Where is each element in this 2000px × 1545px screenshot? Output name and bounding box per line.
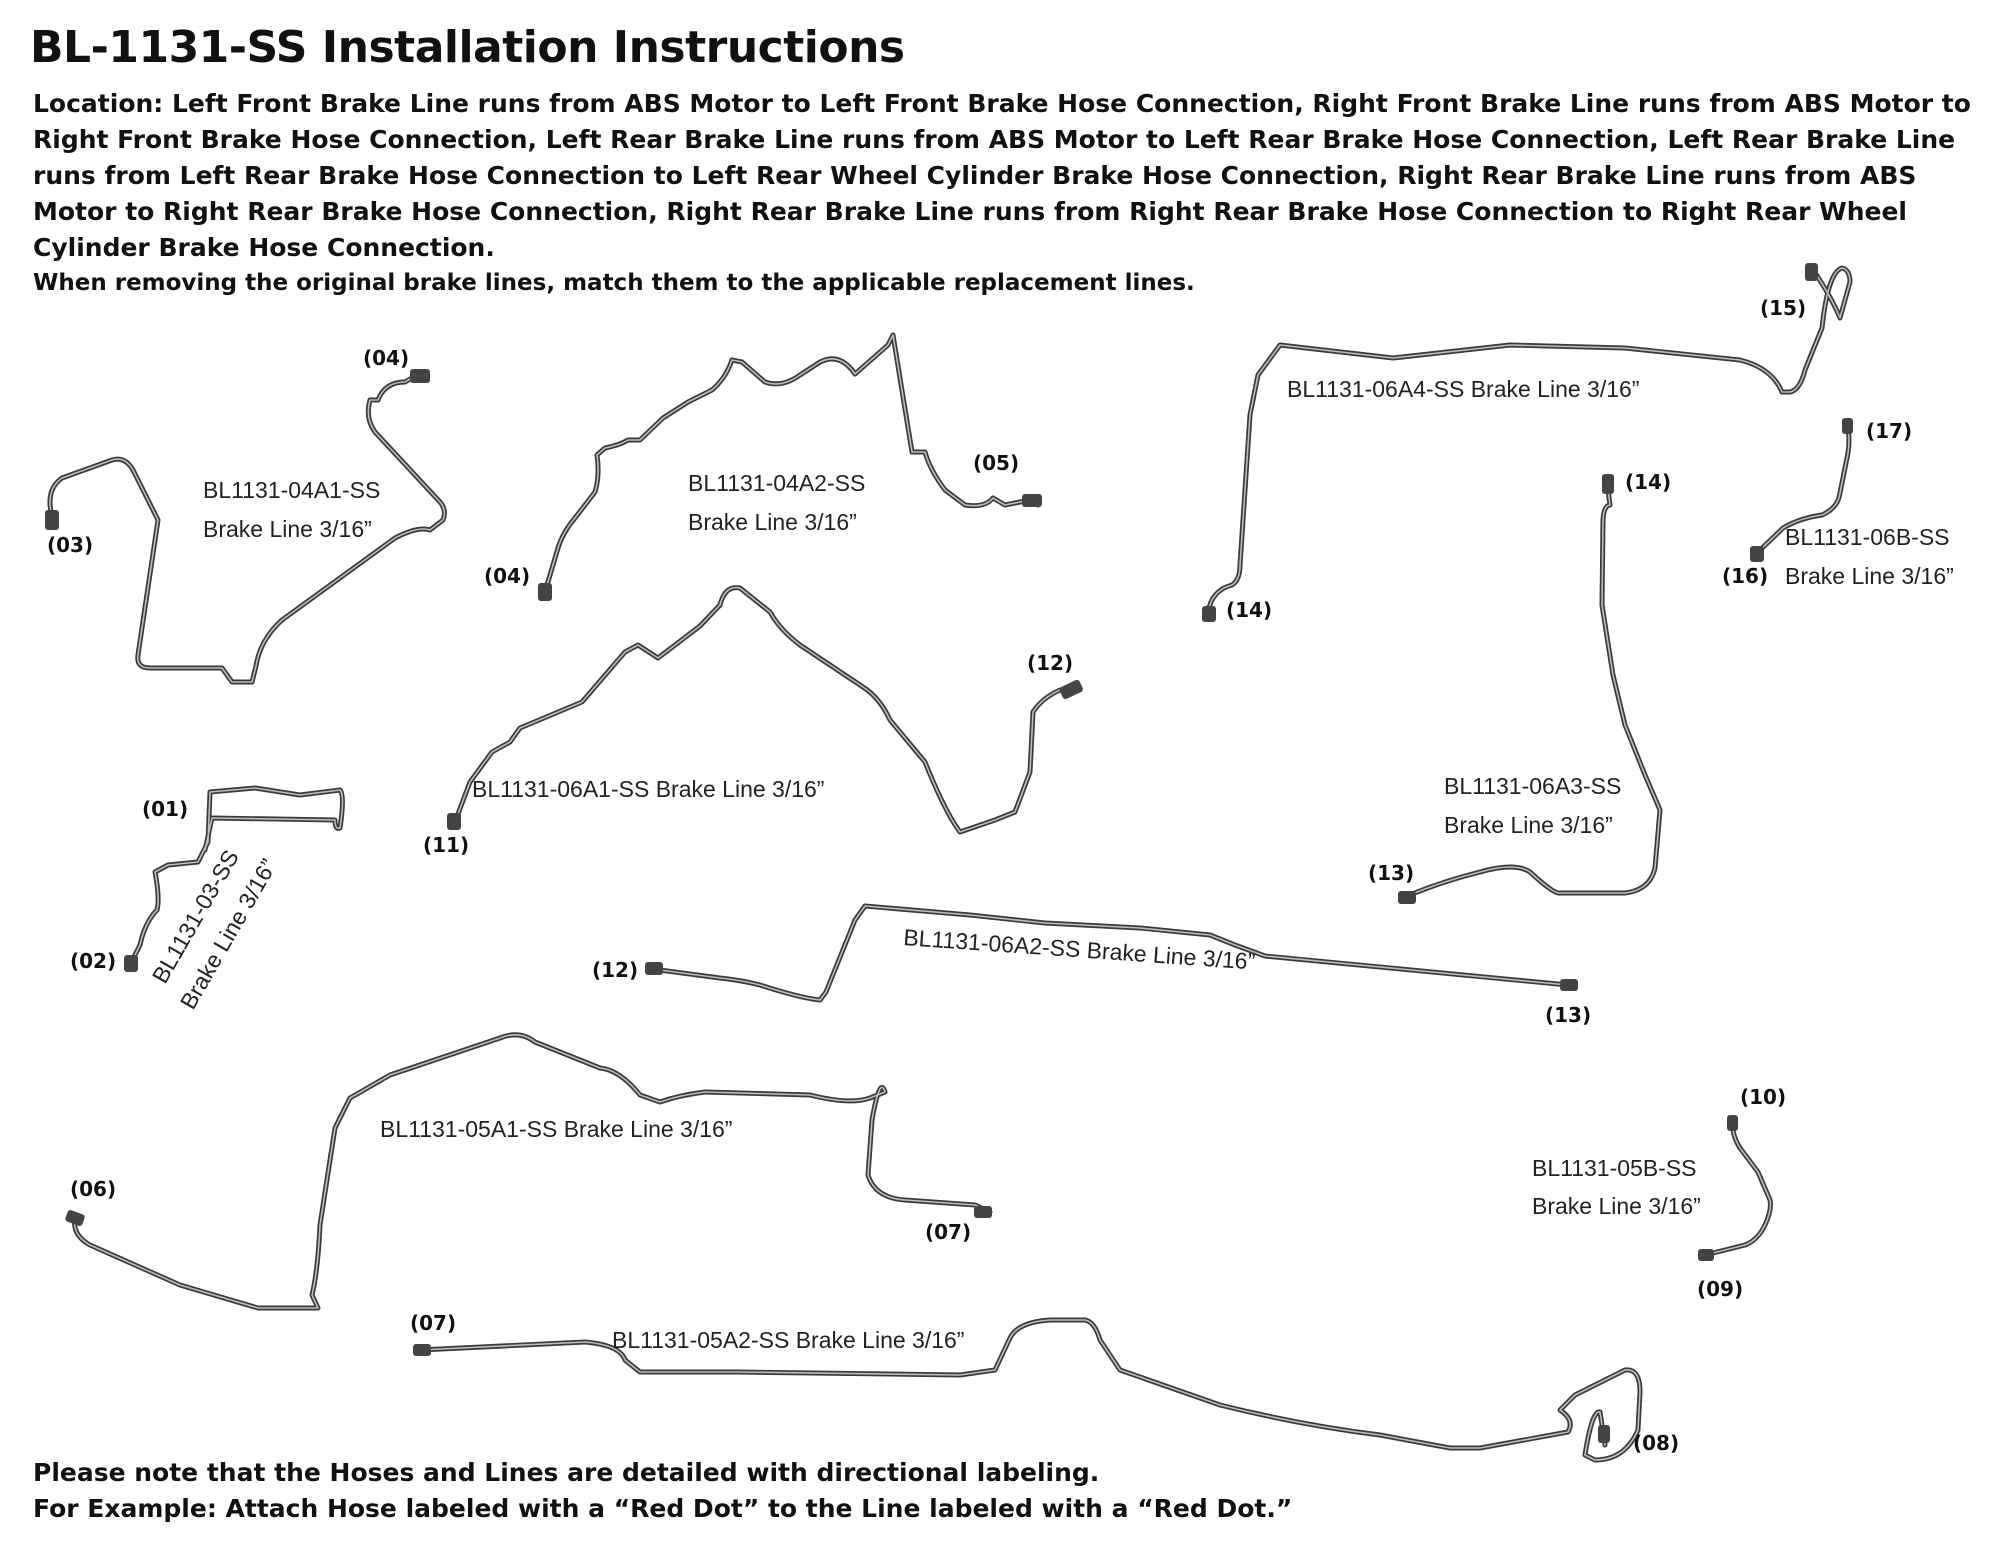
line-04a2-from: (04) [484,564,530,588]
line-05b: BL1131-05B-SS Brake Line 3/16” (09) (10) [1532,1085,1786,1301]
line-05b-part: BL1131-05B-SS [1532,1155,1697,1181]
line-05a1-to: (07) [925,1220,971,1244]
line-04a2: BL1131-04A2-SS Brake Line 3/16” (04) (05… [484,332,1042,601]
line-06a4-label: BL1131-06A4-SS Brake Line 3/16” [1287,376,1639,402]
line-05a1-from: (06) [70,1177,116,1201]
line-05a1-label: BL1131-05A1-SS Brake Line 3/16” [380,1116,732,1142]
line-03: BL1131-03-SS Brake Line 3/16” (02) (01) [70,785,345,1014]
line-06a1-to: (12) [1027,651,1073,675]
line-04a2-spec: Brake Line 3/16” [688,509,857,535]
line-06a3: BL1131-06A3-SS Brake Line 3/16” (13) (14… [1368,470,1671,904]
line-06a3-from: (13) [1368,861,1414,885]
line-06a2-to: (13) [1545,1003,1591,1027]
line-06b: BL1131-06B-SS Brake Line 3/16” (16) (17) [1722,418,1954,589]
line-05a2: BL1131-05A2-SS Brake Line 3/16” (07) (08… [410,1311,1679,1463]
note-line-1: Please note that the Hoses and Lines are… [33,1458,1100,1487]
directional-labeling-note: Please note that the Hoses and Lines are… [33,1455,1292,1527]
line-04a1: BL1131-04A1-SS Brake Line 3/16” (03) (04… [45,346,447,685]
line-06a1-label: BL1131-06A1-SS Brake Line 3/16” [472,776,824,802]
line-06a2: BL1131-06A2-SS Brake Line 3/16” (12) (13… [592,903,1591,1027]
location-description: Location: Left Front Brake Line runs fro… [33,89,1971,262]
line-04a1-part: BL1131-04A1-SS [203,477,380,503]
line-05a1: BL1131-05A1-SS Brake Line 3/16” (06) (07… [65,1032,993,1311]
line-06b-part: BL1131-06B-SS [1785,524,1950,550]
line-04a1-from: (03) [47,533,93,557]
note-line-2: For Example: Attach Hose labeled with a … [33,1494,1293,1523]
line-06a3-to: (14) [1625,470,1671,494]
line-06a3-part: BL1131-06A3-SS [1444,773,1621,799]
line-03-to: (01) [142,797,188,821]
line-05a2-from: (07) [410,1311,456,1335]
line-06a1: BL1131-06A1-SS Brake Line 3/16” (11) (12… [423,585,1083,857]
line-06a1-from: (11) [423,833,469,857]
matching-instruction: When removing the original brake lines, … [33,270,1195,296]
line-05b-spec: Brake Line 3/16” [1532,1193,1701,1219]
line-03-from: (02) [70,949,116,973]
line-06a3-spec: Brake Line 3/16” [1444,812,1613,838]
line-05a2-label: BL1131-05A2-SS Brake Line 3/16” [612,1327,964,1353]
line-05b-from: (09) [1697,1277,1743,1301]
line-06b-to: (17) [1866,419,1912,443]
line-05b-to: (10) [1740,1085,1786,1109]
line-05a2-to: (08) [1633,1431,1679,1455]
line-06a4-from: (14) [1226,598,1272,622]
line-04a2-to: (05) [973,451,1019,475]
line-06a2-from: (12) [592,958,638,982]
line-06a2-label: BL1131-06A2-SS Brake Line 3/16” [903,924,1256,975]
line-06a4-to: (15) [1760,296,1806,320]
line-06a4: BL1131-06A4-SS Brake Line 3/16” (14) (15… [1202,263,1853,622]
line-06b-spec: Brake Line 3/16” [1785,563,1954,589]
line-04a1-spec: Brake Line 3/16” [203,516,372,542]
line-04a1-to: (04) [363,346,409,370]
line-04a2-part: BL1131-04A2-SS [688,470,865,496]
page-title: BL-1131-SS Installation Instructions [30,22,905,73]
line-06b-from: (16) [1722,564,1768,588]
